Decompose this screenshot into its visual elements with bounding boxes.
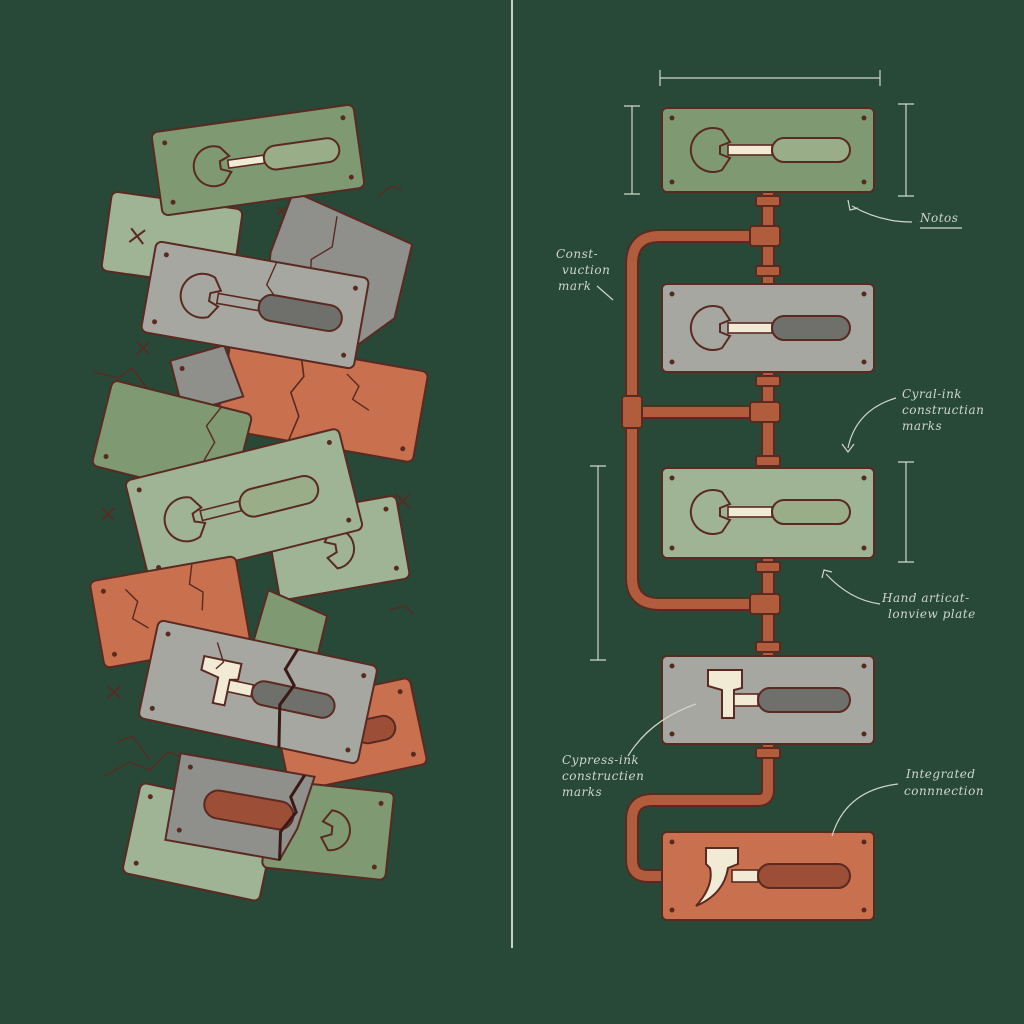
plate-3-lightgreen-wrench bbox=[661, 467, 875, 559]
annotation-cyral-ink-line2: constructian bbox=[902, 403, 984, 417]
plate-2-gray-wrench bbox=[661, 283, 875, 373]
hammer-icon bbox=[695, 847, 851, 907]
hammer-icon bbox=[200, 654, 336, 719]
annotation-cypress-ink-line2: constructien bbox=[562, 769, 644, 783]
annotation-cypress-ink-line1: Cypress-ink bbox=[562, 753, 639, 767]
annotation-integrated-line2: connnection bbox=[904, 784, 984, 798]
annotation-leaders bbox=[596, 199, 962, 837]
annotations: Notos Const- vuction mark Cyral-ink cons… bbox=[556, 211, 984, 799]
wrench-icon bbox=[689, 305, 851, 351]
annotation-construction-mark-line3: mark bbox=[558, 279, 592, 293]
plate-1-green-wrench bbox=[661, 107, 875, 193]
annotation-cyral-ink-line3: marks bbox=[902, 419, 942, 433]
annotation-notes: Notos bbox=[919, 211, 958, 225]
plate-lightgreen-wrench-center bbox=[124, 428, 364, 582]
plate-bottom-darkgray bbox=[164, 752, 316, 862]
plate-gray-hammer bbox=[138, 619, 378, 765]
broken-plate-pile bbox=[89, 103, 429, 902]
assembled-plate-system: Notos Const- vuction mark Cyral-ink cons… bbox=[556, 70, 984, 921]
annotation-integrated-line1: Integrated bbox=[905, 767, 976, 781]
plate-gray-wrench bbox=[140, 240, 370, 370]
dimension-marks bbox=[590, 70, 914, 661]
annotation-hand-artifact-line2: lonview plate bbox=[888, 607, 976, 621]
wrench-icon bbox=[689, 489, 851, 535]
annotation-construction-mark-line1: Const- bbox=[556, 247, 598, 261]
annotation-cyral-ink-line1: Cyral-ink bbox=[902, 387, 962, 401]
hammer-icon bbox=[707, 669, 851, 719]
annotation-construction-mark-line2: vuction bbox=[562, 263, 610, 277]
wrench-icon bbox=[192, 137, 341, 188]
wrench-icon bbox=[319, 809, 351, 852]
wrench-icon bbox=[689, 127, 851, 173]
plate-4-gray-hammer bbox=[661, 655, 875, 745]
plate-5-rust-hammer bbox=[661, 831, 875, 921]
plate-top-green-wrench bbox=[150, 103, 366, 217]
wrench-icon bbox=[163, 475, 320, 543]
pipe-joints bbox=[621, 195, 781, 759]
annotation-hand-artifact-line1: Hand articat- bbox=[881, 591, 970, 605]
wrench-icon bbox=[179, 272, 343, 333]
annotation-cypress-ink-line3: marks bbox=[562, 785, 602, 799]
